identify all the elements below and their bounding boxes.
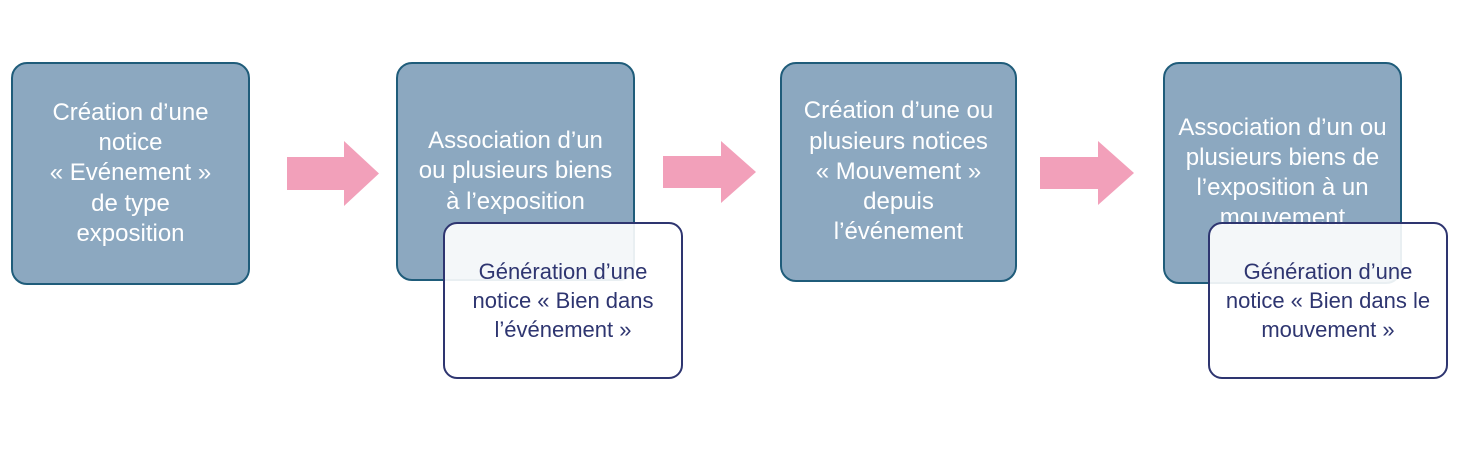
- note-callout-1-label: Génération d’une notice « Bien dans l’év…: [472, 258, 654, 343]
- process-step-1-label: Création d’une notice « Evénement » de t…: [49, 98, 212, 247]
- arrow-right-glyph: [287, 141, 379, 206]
- note-callout-1[interactable]: Génération d’une notice « Bien dans l’év…: [443, 222, 683, 379]
- process-step-2-label: Association d’un ou plusieurs biens à l’…: [418, 127, 613, 215]
- arrow-right-glyph: [663, 141, 756, 203]
- process-step-3[interactable]: Création d’une ou plusieurs notices « Mo…: [780, 62, 1017, 282]
- process-step-2[interactable]: Association d’un ou plusieurs biens à l’…: [396, 62, 635, 281]
- arrow-right-glyph: [1040, 141, 1134, 205]
- process-step-4-label: Association d’un ou plusieurs biens de l…: [1178, 113, 1387, 232]
- process-step-1[interactable]: Création d’une notice « Evénement » de t…: [11, 62, 250, 285]
- arrow-right-icon-1: [287, 141, 379, 206]
- arrow-right-icon-3: [1040, 141, 1134, 205]
- process-step-3-label: Création d’une ou plusieurs notices « Mo…: [803, 97, 994, 246]
- note-callout-2[interactable]: Génération d’une notice « Bien dans le m…: [1208, 222, 1448, 379]
- arrow-right-icon-2: [663, 141, 756, 203]
- note-callout-2-label: Génération d’une notice « Bien dans le m…: [1225, 258, 1431, 343]
